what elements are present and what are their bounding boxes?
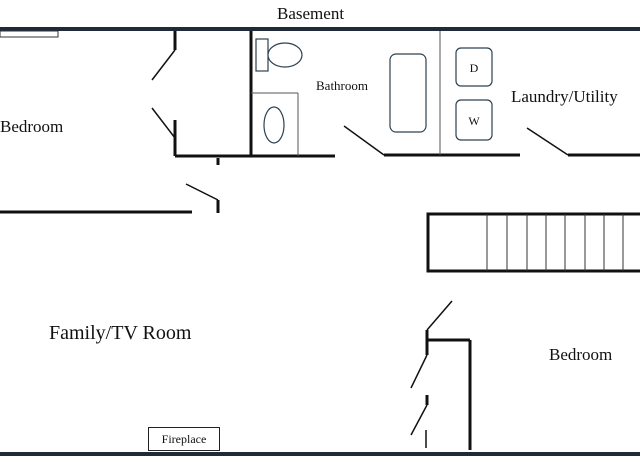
fireplace-label: Fireplace <box>148 427 220 451</box>
staircase <box>426 212 640 273</box>
outer-wall <box>0 27 640 456</box>
room-label-family: Family/TV Room <box>49 322 192 344</box>
door-swings <box>151 49 569 448</box>
window <box>0 30 59 38</box>
sink-icon <box>263 106 285 144</box>
bathroom-partitions <box>251 31 441 156</box>
room-label-bedroom-right: Bedroom <box>549 345 613 364</box>
dryer-icon: D <box>455 47 493 87</box>
bathtub-icon <box>389 53 427 133</box>
room-label-laundry: Laundry/Utility <box>511 87 618 106</box>
dryer-label: D <box>470 61 479 75</box>
washer-icon: W <box>455 99 493 141</box>
room-label-bedroom-left: Bedroom <box>0 117 64 136</box>
plan-title: Basement <box>277 4 345 23</box>
washer-label: W <box>468 114 480 128</box>
room-label-bathroom: Bathroom <box>316 78 368 93</box>
toilet-icon <box>255 38 303 72</box>
bedroom-right-walls <box>425 330 472 450</box>
